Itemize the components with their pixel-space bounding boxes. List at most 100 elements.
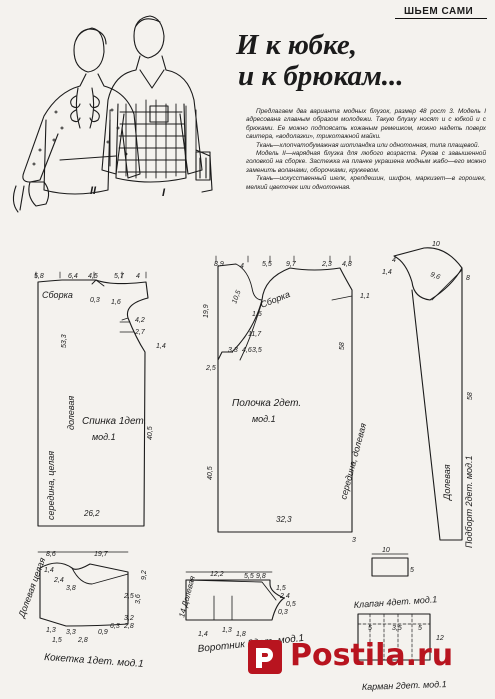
collar-measure: 0,3 — [278, 609, 288, 616]
back-measure: 2,7 — [134, 329, 146, 336]
front-measure: 4 — [240, 263, 244, 270]
sleeve-piece-name: Подборт 2дет. мод.1 — [464, 455, 474, 548]
collar-grain-label: 14 Долевая — [177, 574, 197, 618]
sleeve-grain-label: Долевая — [442, 464, 452, 501]
pocket-piece-outline — [357, 613, 431, 661]
model-1-figure — [101, 15, 213, 193]
front-measure: 32,3 — [276, 515, 292, 524]
front-measure: 40,5 — [207, 466, 214, 480]
model-2-label: II — [90, 185, 97, 197]
front-measure: 58 — [339, 342, 346, 350]
article-title: И к юбке, и к брюкам... — [236, 30, 404, 92]
fashion-illustration — [12, 15, 213, 213]
sleeve-measure: 58 — [467, 392, 474, 400]
back-piece-outline — [37, 279, 149, 527]
pocket-measure: 5 — [368, 625, 372, 632]
dimension-lines — [35, 255, 409, 573]
model-2-figure — [12, 27, 141, 213]
pocket-piece-name: Карман 2дет. мод.1 — [362, 679, 447, 692]
back-piece-name: Спинка 1дет. — [82, 416, 146, 427]
back-fold-label: середина, целая — [46, 451, 56, 520]
front-measure: 4,6 — [242, 347, 252, 354]
yoke-measure: 1,4 — [44, 567, 54, 574]
front-measure: 2,3 — [321, 261, 332, 268]
collar-measure: 2,4 — [279, 593, 290, 600]
front-measure: 8,9 — [214, 261, 224, 268]
yoke-measure: 2,5 — [123, 593, 134, 600]
back-measure: 26,2 — [83, 509, 100, 518]
collar-measure: 5,5 — [244, 573, 254, 580]
front-piece-outline — [217, 263, 353, 533]
pattern-labels: Сборка 5,8 6,4 4,5 5,7 4 0,3 1,6 4,2 2,7… — [16, 185, 474, 692]
article-paragraph: Предлагаем два варианта модных блузок, р… — [246, 108, 486, 141]
yoke-measure: 3,8 — [66, 585, 76, 592]
yoke-measure: 1,3 — [46, 627, 56, 634]
back-measure: 0,3 — [90, 297, 100, 304]
back-measure: 1,6 — [111, 299, 121, 306]
postila-logo-icon — [248, 640, 282, 674]
sleeve-measure: 1,4 — [382, 269, 392, 276]
yoke-fold-label: Долевая целая — [16, 556, 47, 620]
flap-measure: 10 — [382, 547, 390, 554]
collar-measure: 1,8 — [236, 631, 246, 638]
front-piece-model: мод.1 — [252, 414, 276, 424]
front-measure: 11,7 — [248, 331, 262, 338]
sleeve-measure: 8 — [466, 275, 470, 282]
front-measure: 3 — [352, 537, 356, 544]
yoke-measure: 6,3 — [110, 623, 120, 630]
flap-piece-name: Клапан 4дет. мод.1 — [353, 594, 437, 610]
article-body: Предлагаем два варианта модных блузок, р… — [246, 108, 486, 192]
back-measure: 6,4 — [68, 273, 78, 280]
title-line-1: И к юбке, — [236, 29, 357, 61]
yoke-measure: 3,6 — [135, 594, 142, 604]
collar-measure: 12,2 — [210, 571, 224, 578]
back-measure: 4,2 — [135, 317, 145, 324]
back-gather-label: Сборка — [42, 290, 73, 300]
pocket-measure: 5 — [418, 625, 422, 632]
front-measure: 1,5 — [252, 311, 262, 318]
watermark-text: Postila.ru — [290, 638, 454, 673]
back-measure: 40,5 — [147, 426, 154, 440]
header-rule — [395, 18, 487, 19]
yoke-piece-name: Кокетка 1дет. мод.1 — [44, 652, 144, 670]
yoke-measure: 2,4 — [53, 577, 64, 584]
front-measure: 2,5 — [205, 365, 216, 372]
yoke-measure: 0,9 — [98, 629, 108, 636]
front-measure: 19,9 — [203, 304, 210, 318]
article-paragraph: Ткань—хлопчатобумажная шотландка или одн… — [256, 141, 480, 149]
back-grain-label: долевая — [66, 396, 76, 430]
collar-measure: 1,4 — [198, 631, 208, 638]
front-measure: 3,5 — [252, 347, 262, 354]
front-measure: 4,8 — [342, 261, 352, 268]
back-measure: 4,5 — [88, 273, 98, 280]
yoke-measure: 3,2 — [124, 615, 134, 622]
front-measure: 5,5 — [262, 261, 272, 268]
pocket-measure: 12 — [436, 635, 444, 642]
collar-measure: 1,3 — [222, 627, 232, 634]
model-1-label: I — [162, 187, 166, 199]
yoke-piece-outline — [39, 562, 129, 627]
yoke-measure: 8,6 — [46, 551, 56, 558]
back-measure: 53,3 — [61, 334, 68, 348]
back-measure: 1,4 — [156, 343, 166, 350]
back-measure: 4 — [136, 273, 140, 280]
front-measure: 9,7 — [286, 261, 297, 268]
yoke-measure: 9,2 — [141, 570, 148, 580]
sleeve-measure: 4 — [392, 257, 396, 264]
front-measure: 10,5 — [231, 289, 242, 304]
front-piece-name: Полочка 2дет. — [232, 398, 301, 409]
yoke-measure: 3,3 — [66, 629, 76, 636]
back-piece-model: мод.1 — [92, 432, 116, 442]
article-paragraph: Ткань—искусственный шелк, крепдешин, шиф… — [246, 175, 486, 191]
pocket-measure: 3,5 — [392, 625, 402, 632]
yoke-measure: 2,8 — [123, 623, 134, 630]
collar-measure: 1,5 — [276, 585, 286, 592]
front-measure: 3,3 — [228, 347, 238, 354]
yoke-measure: 19,7 — [94, 551, 109, 558]
yoke-measure: 1,5 — [52, 637, 62, 644]
article-paragraph: Модель II—нарядная блузка для любого воз… — [246, 150, 486, 174]
sleeve-measure: 10 — [432, 241, 440, 248]
collar-measure: 0,5 — [286, 601, 296, 608]
